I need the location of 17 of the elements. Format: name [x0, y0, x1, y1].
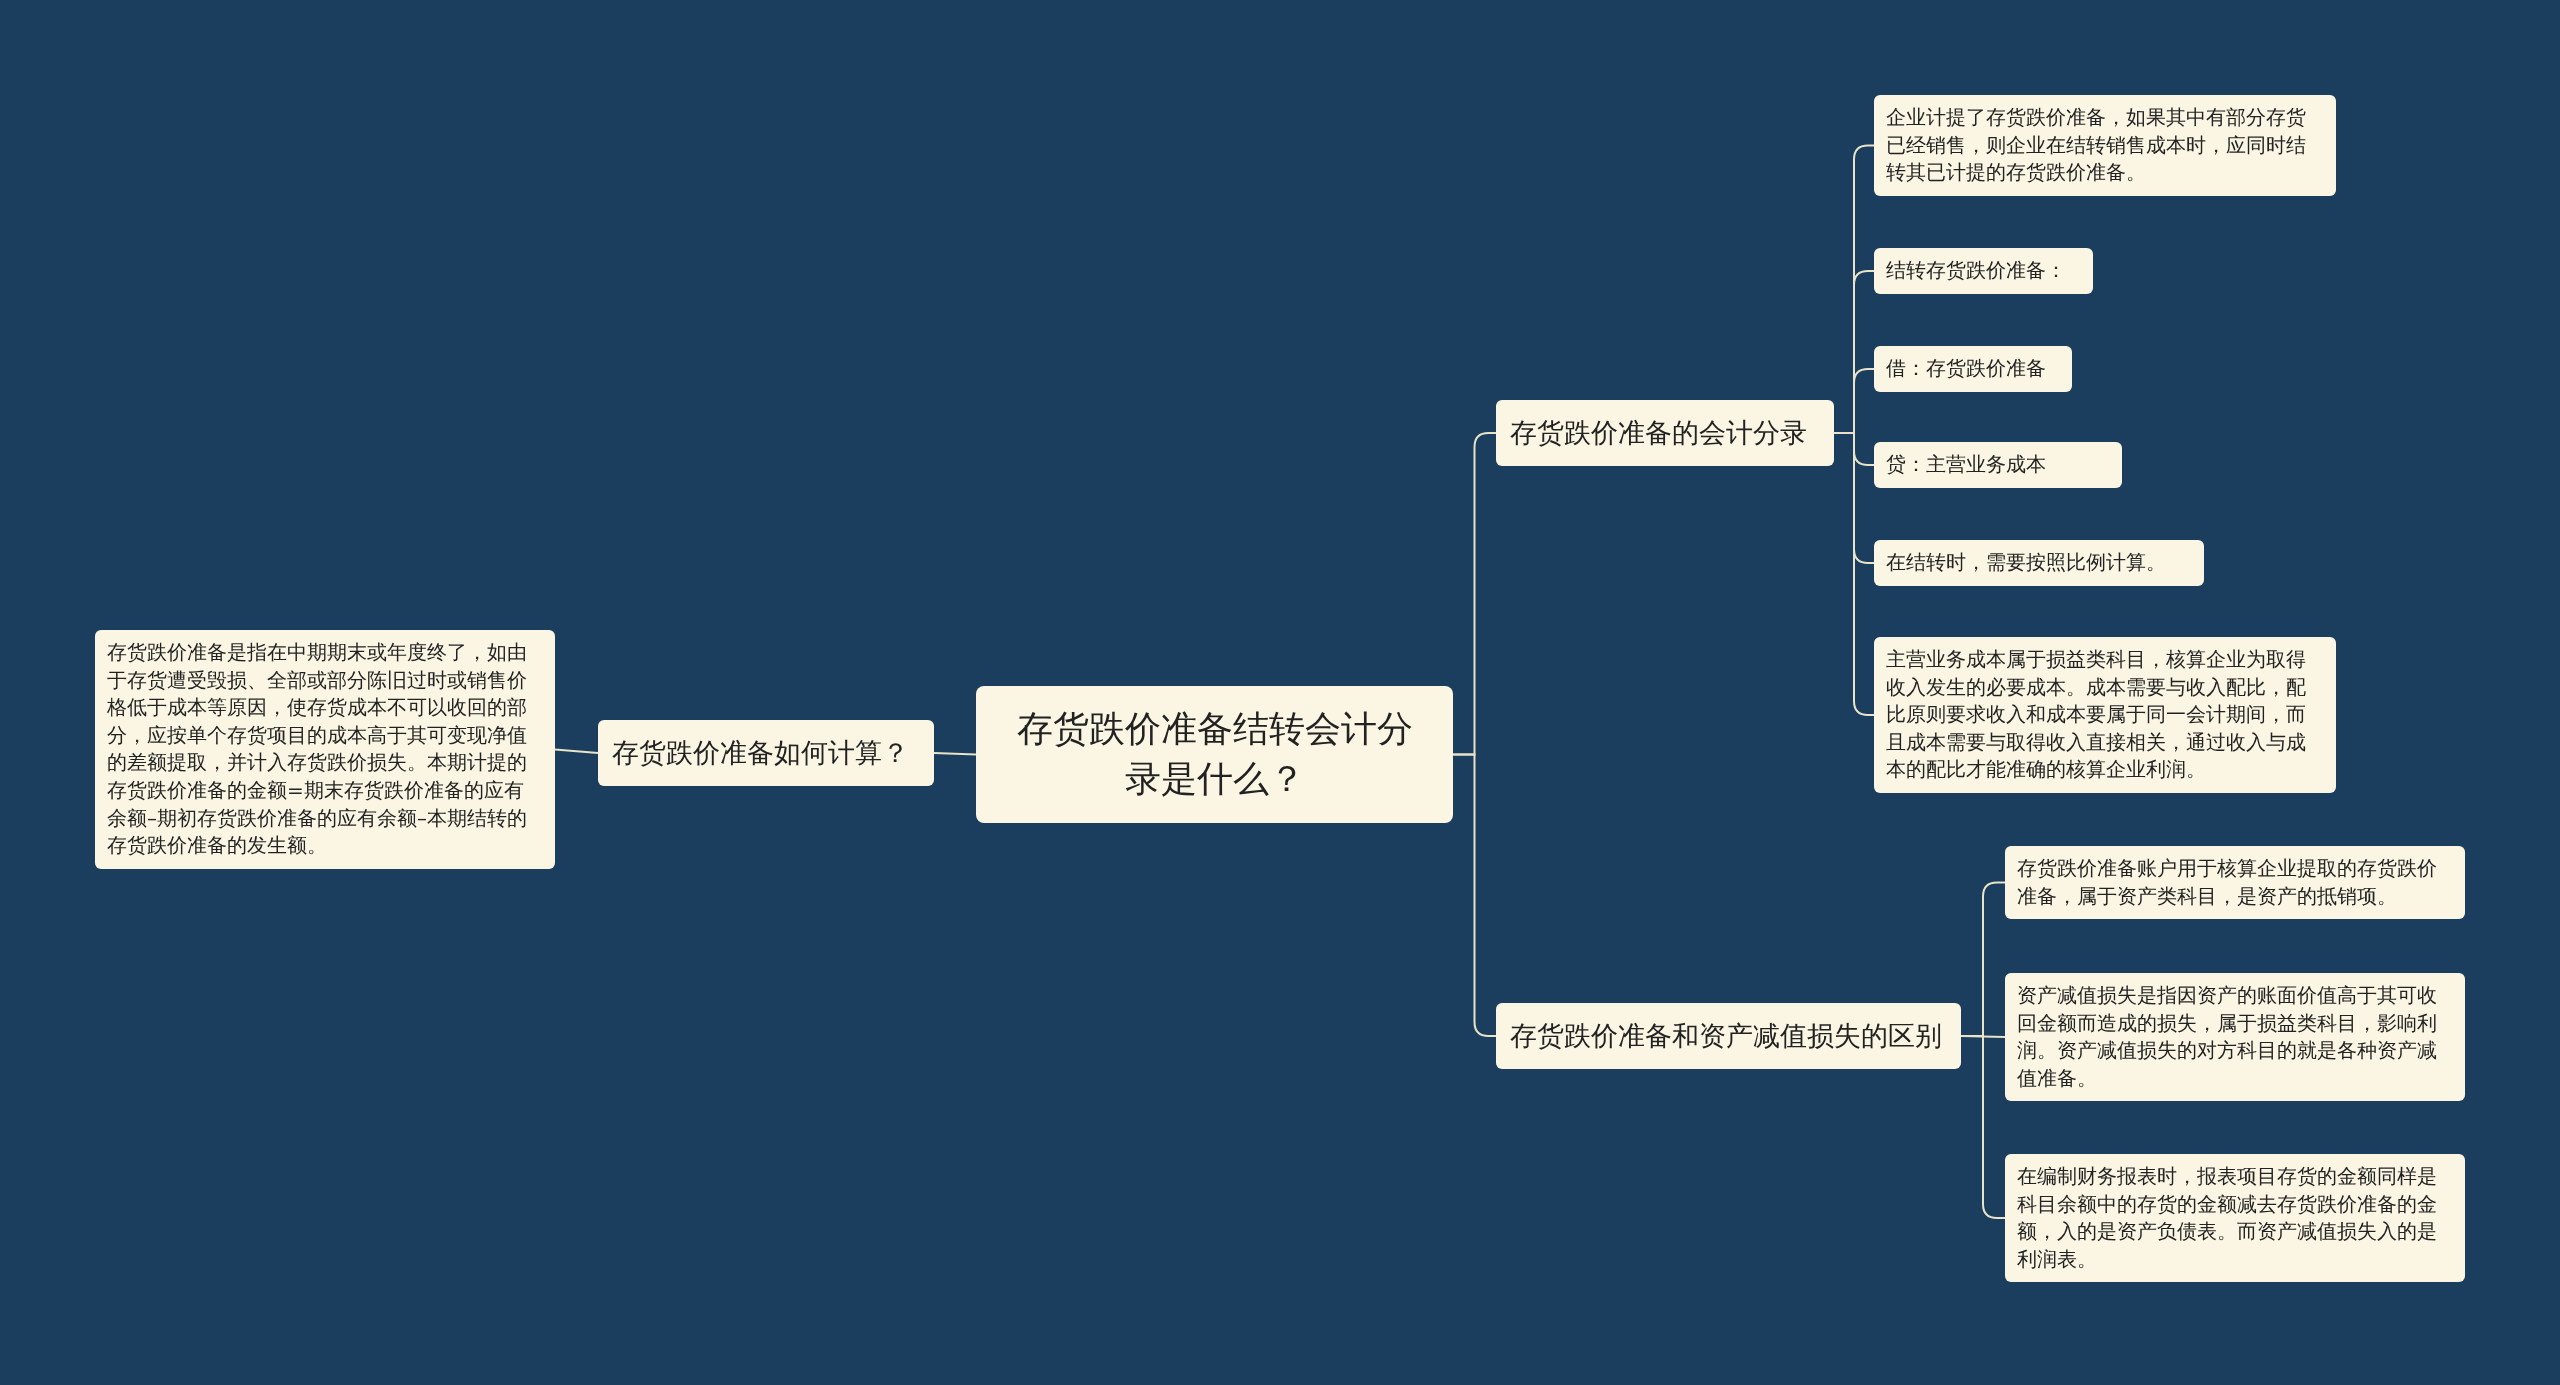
note-box: 存货跌价准备是指在中期期末或年度终了，如由于存货遭受毁损、全部或部分陈旧过时或销售价格低于成本等原因，使存货成本不可以收回的部分，应按单个存货项目的成本高于其可变现净值的差额提取，并计入存货跌价损失。本期计提的存货跌价准备的金额=期末存货跌价准备的应有余额–期初存货跌价准备的应有余额–本期结转的存货跌价准备的发生额。	[95, 630, 555, 869]
connector-line	[554, 748, 599, 754]
connector-line	[933, 752, 977, 756]
subtopic-box: 存货跌价准备和资产减值损失的区别	[1496, 1003, 1961, 1069]
note-box: 借：存货跌价准备	[1874, 346, 2072, 392]
note-box: 在编制财务报表时，报表项目存货的金额同样是科目余额中的存货的金额减去存货跌价准备的金额，入的是资产负债表。而资产减值损失入的是利润表。	[2005, 1154, 2465, 1283]
note-box: 企业计提了存货跌价准备，如果其中有部分存货已经销售，则企业在结转销售成本时，应同时结转其已计提的存货跌价准备。	[1874, 95, 2336, 196]
connector-line	[1833, 432, 1875, 716]
subtopic-box: 存货跌价准备的会计分录	[1496, 400, 1834, 466]
note-box: 资产减值损失是指因资产的账面价值高于其可收回金额而造成的损失，属于损益类科目，影响利润。资产减值损失的对方科目的就是各种资产减值准备。	[2005, 973, 2465, 1102]
note-box: 贷：主营业务成本	[1874, 442, 2122, 488]
note-box: 在结转时，需要按照比例计算。	[1874, 540, 2204, 586]
subtopic-box: 存货跌价准备如何计算？	[598, 720, 934, 786]
note-box: 结转存货跌价准备：	[1874, 248, 2093, 294]
topic-box: 存货跌价准备结转会计分录是什么？	[976, 686, 1453, 823]
note-box: 主营业务成本属于损益类科目，核算企业为取得收入发生的必要成本。成本需要与收入配比，配比原则要求收入和成本要属于同一会计期间，而且成本需要与取得收入直接相关，通过收入与成本的配比才能准确的核算企业利润。	[1874, 637, 2336, 793]
note-box: 存货跌价准备账户用于核算企业提取的存货跌价准备，属于资产类科目，是资产的抵销项。	[2005, 846, 2465, 920]
